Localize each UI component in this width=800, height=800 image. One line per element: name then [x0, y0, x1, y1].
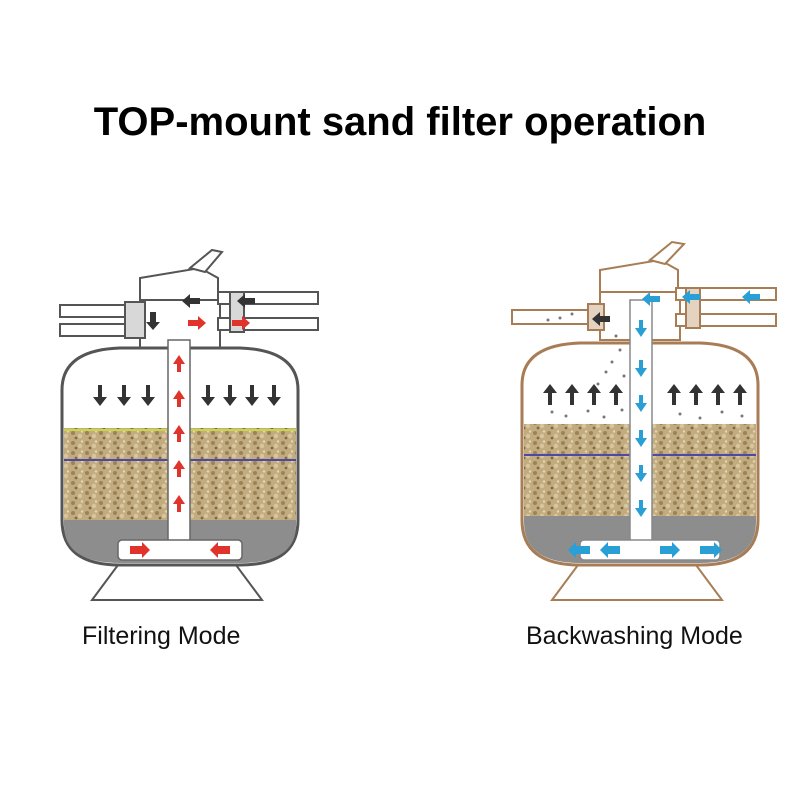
debris-particles: [546, 312, 744, 420]
flow-arrows-down: [635, 320, 647, 517]
filtering-mode-caption: Filtering Mode: [82, 622, 241, 650]
inflow-arrows-valve: [642, 290, 760, 306]
pipe-union: [124, 301, 146, 339]
upflow-arrows: [543, 384, 747, 405]
lateral-pipe: [117, 539, 243, 561]
waste-arrows: [592, 312, 610, 326]
inflow-arrows-valve: [146, 294, 255, 330]
valve-head: [599, 258, 679, 293]
backwashing-mode-caption: Backwashing Mode: [526, 622, 743, 650]
flow-arrows-up: [173, 355, 185, 512]
page-title: TOP-mount sand filter operation: [93, 100, 707, 144]
tank-stand: [90, 564, 264, 601]
downflow-arrows: [93, 385, 281, 406]
valve-handle: [647, 240, 687, 266]
backwashing-tank: [511, 240, 777, 601]
filtering-tank: [59, 248, 319, 601]
flow-arrows-lateral: [568, 542, 722, 558]
flow-arrows-valve: [188, 316, 250, 330]
valve-head: [139, 266, 219, 301]
valve-handle: [187, 248, 224, 274]
tank-stand: [550, 564, 724, 601]
flow-arrows-lateral: [130, 542, 230, 558]
